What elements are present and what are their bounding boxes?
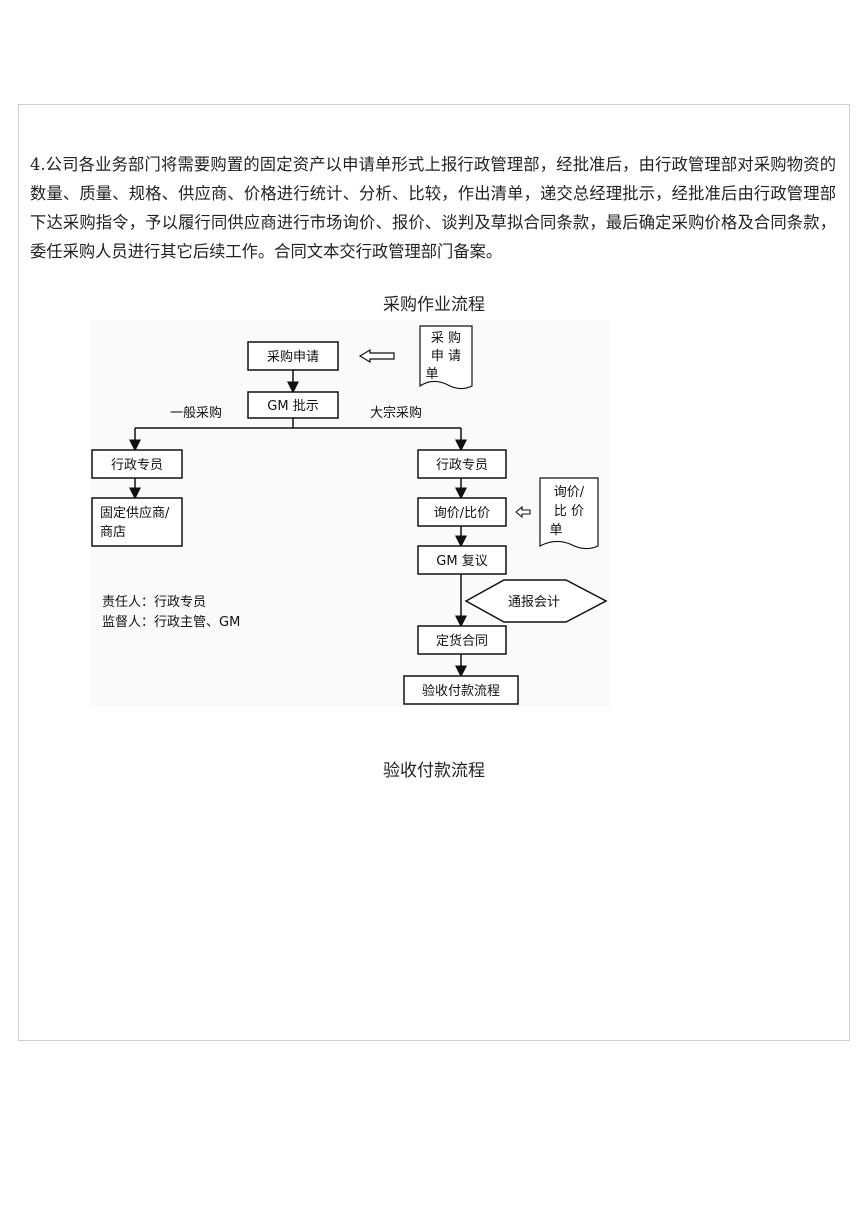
inquiry-doc-line2: 比 价 xyxy=(554,504,584,519)
content-frame xyxy=(18,104,850,1041)
request-doc-line2: 申 请 xyxy=(431,349,461,364)
acceptance-label: 验收付款流程 xyxy=(422,683,500,699)
hollow-arrow-left-icon xyxy=(358,348,395,364)
inquiry-doc-line1: 询价/ xyxy=(554,485,585,500)
bulk-purchase-label: 大宗采购 xyxy=(370,405,422,421)
supervisor-person: 监督人：行政主管、GM xyxy=(102,615,240,630)
acceptance-box xyxy=(403,675,519,705)
responsible-person: 责任人：行政专员 xyxy=(102,595,206,610)
contract-label: 定货合同 xyxy=(436,633,488,649)
notify-accounting-shape xyxy=(464,579,608,623)
fixed-supplier-box xyxy=(91,497,183,547)
fixed-supplier-line2: 商店 xyxy=(100,525,126,540)
admin-left-box xyxy=(91,449,183,479)
inquiry-doc-line3: 单 xyxy=(549,523,562,538)
fixed-supplier-line1: 固定供应商/ xyxy=(100,505,170,521)
purchase-request-label: 采购申请 xyxy=(267,349,319,365)
gm-review-box xyxy=(417,545,507,575)
admin-right-label: 行政专员 xyxy=(436,458,488,473)
general-purchase-label: 一般采购 xyxy=(170,405,222,421)
inquiry-document-icon xyxy=(539,477,599,550)
small-hollow-arrow-icon xyxy=(515,505,531,519)
request-doc-line1: 采 购 xyxy=(431,330,461,346)
figure-title: 采购作业流程 xyxy=(383,295,485,315)
procurement-paragraph: 4.公司各业务部门将需要购置的固定资产以申请单形式上报行政管理部，经批准后，由行… xyxy=(30,155,836,261)
admin-right-box xyxy=(417,449,507,479)
request-document-icon xyxy=(419,325,473,390)
gm-review-label: GM 复议 xyxy=(436,554,487,569)
notify-accounting-label: 通报会计 xyxy=(508,595,560,610)
request-doc-line3: 单 xyxy=(425,367,438,382)
next-section-title: 验收付款流程 xyxy=(383,761,485,781)
procurement-flowchart: 采购申请 采 购 申 请 单 GM 批示 一般采购 大宗采购 行政专员 固定供应… xyxy=(90,320,610,707)
gm-approve-label: GM 批示 xyxy=(267,399,318,414)
inquiry-label: 询价/比价 xyxy=(434,506,490,521)
inquiry-box xyxy=(417,497,507,527)
admin-left-label: 行政专员 xyxy=(111,458,163,473)
contract-box xyxy=(417,625,507,655)
